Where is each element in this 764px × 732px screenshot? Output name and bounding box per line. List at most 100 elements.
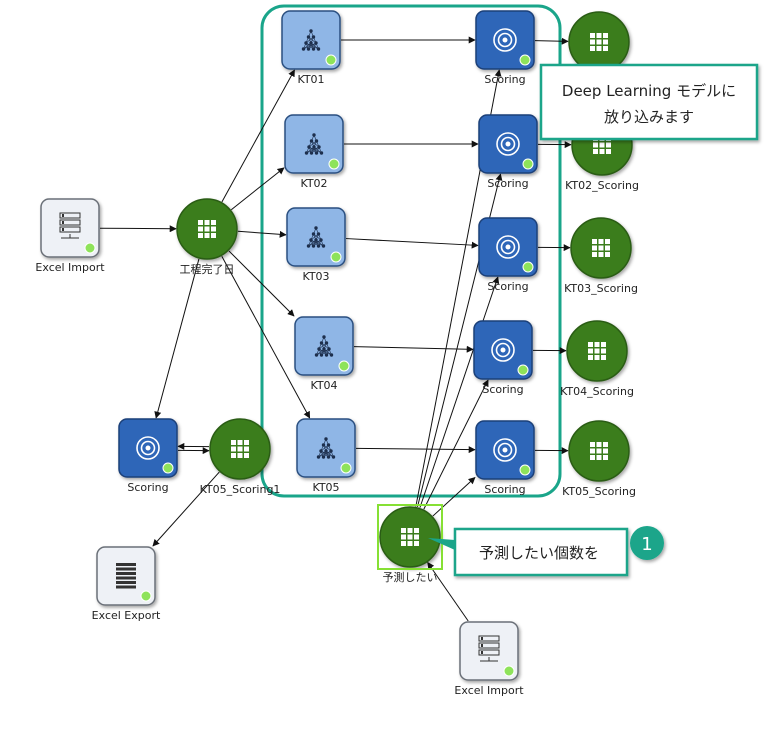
predict-callout	[453, 527, 629, 577]
node-label: Scoring	[484, 483, 525, 496]
edge-excel-import-1-to-kotei	[99, 225, 177, 233]
grid-icon	[198, 220, 216, 238]
node-out01[interactable]	[568, 11, 630, 73]
model-callout-line-1: Deep Learning モデルに	[562, 82, 736, 100]
edge-kotei-to-kt04	[228, 250, 295, 317]
node-label: KT05_Scoring1	[200, 483, 281, 496]
table-icon	[116, 563, 136, 589]
status-dot	[522, 261, 534, 273]
node-label: KT02	[300, 177, 327, 190]
status-dot	[519, 464, 531, 476]
node-sc03[interactable]: Scoring	[478, 217, 538, 293]
step-badge-number: 1	[641, 534, 652, 555]
node-label: Excel Import	[35, 261, 105, 274]
grid-icon	[588, 342, 606, 360]
node-excel-import-1[interactable]: Excel Import	[35, 198, 105, 274]
node-yosoku[interactable]: 予測したい	[377, 504, 443, 584]
edge-excel-import-2-to-yosoku	[427, 561, 469, 622]
grid-icon	[401, 528, 419, 546]
network-icon	[314, 335, 334, 357]
grid-icon	[231, 440, 249, 458]
grid-icon	[592, 239, 610, 257]
status-dot	[519, 54, 531, 66]
edge-kt05-to-sc05	[355, 446, 476, 454]
node-label: KT02_Scoring	[565, 179, 639, 192]
model-callout	[539, 63, 759, 141]
node-out03[interactable]: KT03_Scoring	[564, 217, 638, 295]
node-excel-import-2[interactable]: Excel Import	[454, 621, 524, 697]
predict-callout-pointer	[428, 538, 455, 550]
node-label: 予測したい	[383, 570, 438, 584]
edge-kotei-to-sc-left	[154, 258, 200, 419]
node-label: Scoring	[487, 177, 528, 190]
node-label: KT01	[297, 73, 324, 86]
node-label: KT05_Scoring	[562, 485, 636, 498]
node-sc02[interactable]: Scoring	[478, 114, 538, 190]
network-icon	[306, 226, 326, 248]
grid-icon	[590, 442, 608, 460]
model-callout-line-2: 放り込みます	[604, 108, 694, 126]
node-out05[interactable]: KT05_Scoring	[562, 420, 636, 498]
node-label: KT05	[312, 481, 339, 494]
node-kt04[interactable]: KT04	[294, 316, 354, 392]
status-dot	[330, 251, 342, 263]
status-dot	[522, 158, 534, 170]
node-kt05[interactable]: KT05	[296, 418, 356, 494]
target-icon	[496, 132, 520, 156]
node-excel-export[interactable]: Excel Export	[92, 546, 161, 622]
predict-callout-text: 予測したい個数を	[479, 544, 599, 562]
step-badge	[630, 526, 664, 560]
status-dot	[140, 590, 152, 602]
edge-yosoku-to-sc04	[423, 379, 489, 510]
target-icon	[136, 436, 160, 460]
network-icon	[316, 437, 336, 459]
node-label: Scoring	[482, 383, 523, 396]
node-kt01[interactable]: KT01	[281, 10, 341, 86]
node-kt05-scoring1[interactable]: KT05_Scoring1	[200, 418, 281, 496]
status-dot	[162, 462, 174, 474]
node-sc01[interactable]: Scoring	[475, 10, 535, 86]
edge-kotei-to-kt02	[230, 167, 285, 211]
target-icon	[493, 438, 517, 462]
node-out04[interactable]: KT04_Scoring	[560, 320, 634, 398]
edge-kt03-to-sc03	[345, 238, 479, 249]
status-dot	[325, 54, 337, 66]
status-dot	[517, 364, 529, 376]
status-dot	[340, 462, 352, 474]
edge-yosoku-to-sc03	[419, 276, 500, 508]
target-icon	[496, 235, 520, 259]
node-sc05[interactable]: Scoring	[475, 420, 535, 496]
node-sc-left[interactable]: Scoring	[118, 418, 178, 494]
node-label: KT04	[310, 379, 337, 392]
node-kotei[interactable]: 工程完了日	[176, 198, 238, 276]
status-dot	[503, 665, 515, 677]
server-icon	[478, 635, 500, 662]
node-sc04[interactable]: Scoring	[473, 320, 533, 396]
node-label: KT04_Scoring	[560, 385, 634, 398]
node-label: KT03	[302, 270, 329, 283]
node-kt03[interactable]: KT03	[286, 207, 346, 283]
edge-yosoku-to-sc05	[432, 477, 476, 517]
node-label: Scoring	[127, 481, 168, 494]
edge-kotei-to-kt01	[221, 69, 295, 203]
target-icon	[491, 338, 515, 362]
node-kt02[interactable]: KT02	[284, 114, 344, 190]
node-label: Excel Import	[454, 684, 524, 697]
node-label: 工程完了日	[180, 262, 235, 276]
model-group-frame	[260, 4, 562, 498]
network-icon	[301, 29, 321, 51]
node-label: Scoring	[484, 73, 525, 86]
selection-outline	[377, 504, 443, 570]
target-icon	[493, 28, 517, 52]
edge-kt05-scoring1-to-excel-export	[152, 471, 220, 547]
node-label: Excel Export	[92, 609, 161, 622]
edge-kotei-to-kt03	[237, 230, 287, 238]
status-dot	[338, 360, 350, 372]
grid-icon	[590, 33, 608, 51]
edge-kt04-to-sc04	[353, 345, 474, 353]
status-dot	[84, 242, 96, 254]
network-icon	[304, 133, 324, 155]
node-label: Scoring	[487, 280, 528, 293]
status-dot	[328, 158, 340, 170]
